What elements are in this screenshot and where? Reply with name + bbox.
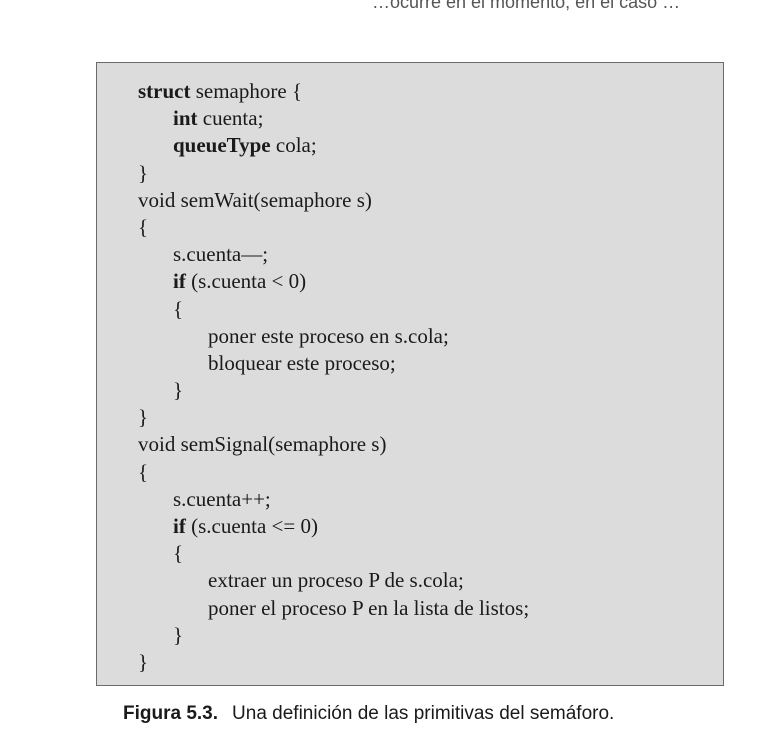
code-line-8: if (s.cuenta < 0) [138,268,529,295]
figure-caption: Figura 5.3. Una definición de las primiti… [123,703,614,725]
code-line-13: } [138,405,149,430]
keyword: int [173,106,198,131]
code-line-4: } [138,160,149,185]
code-text: cola; [270,133,317,158]
code-line-2: int cuenta; [138,105,529,132]
code-line-21: } [173,622,184,647]
keyword: if [173,269,186,294]
code-line-18: { [173,541,184,566]
code-line-11: bloquear este proceso; [208,350,396,375]
code-line-12: } [173,378,184,403]
cropped-header-text: …ocurre en el momento, en el caso … [372,0,681,12]
code-line-10: poner este proceso en s.cola; [208,323,449,348]
code-line-19: extraer un proceso P de s.cola; [208,568,464,593]
code-line-17: if (s.cuenta <= 0) [138,513,529,540]
code-text: (s.cuenta <= 0) [185,514,318,538]
code-line-20: poner el proceso P en la lista de listos… [208,595,530,620]
code-line-5: void semWait(semaphore s) [138,187,372,212]
code-text: semaphore { [190,79,303,103]
code-text: (s.cuenta < 0) [185,269,307,294]
code-line-7: s.cuenta—; [173,242,269,267]
code-line-22: } [138,649,149,674]
figure-label: Figura 5.3. [123,703,219,724]
code-line-15: { [138,459,149,484]
figure-caption-text: Una definición de las primitivas del sem… [232,703,615,724]
code-text: cuenta; [197,106,264,131]
code-line-16: s.cuenta++; [173,486,271,511]
code-line-9: { [173,296,184,321]
code-line-1: struct semaphore { [138,78,529,105]
keyword: struct [138,79,191,103]
keyword: queueType [173,133,271,158]
keyword: if [173,514,186,538]
code-line-6: { [138,214,149,239]
code-listing-box: struct semaphore { int cuenta; queueType… [96,62,724,686]
code-line-3: queueType cola; [138,132,529,159]
code-line-14: void semSignal(semaphore s) [138,432,387,457]
code-listing: struct semaphore { int cuenta; queueType… [138,78,529,676]
